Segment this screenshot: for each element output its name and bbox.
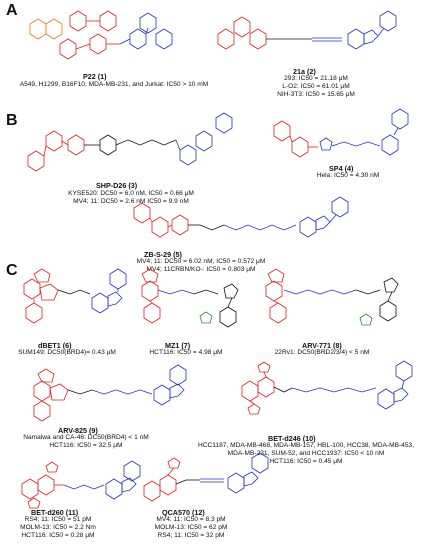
structure-dbet1 — [23, 268, 127, 324]
structure-arv-771 — [265, 268, 399, 326]
activity-line: MV4; 11: DC50 = 6.02 nM, IC50 = 0.572 μM — [136, 258, 266, 265]
compound-activity: HCT116: IC50 = 4.98 μM — [136, 349, 236, 357]
structure-bet-d246 — [241, 360, 413, 415]
compound-label: dBET1 (6) — [38, 341, 72, 350]
activity-line: RS4; 11: IC50 = 51 pM — [24, 516, 92, 523]
compound-label: P22 (1) — [83, 72, 107, 81]
activity-line: MOLM-13: IC50 = 62 pM — [154, 524, 228, 532]
compound-label: BET-d260 (11) — [31, 508, 79, 517]
compound-label: ZB-S-29 (5) — [144, 250, 182, 259]
activity-line: Hela: IC50 = 4.30 nM — [316, 172, 380, 179]
compound-label: ARV-825 (9) — [58, 426, 98, 435]
activity-line: HCT116: IC50 = 4.98 μM — [149, 349, 223, 356]
structure-21a — [217, 10, 397, 50]
activity-line: SUM149: DC50(BRD4)= 0.43 μM — [18, 349, 116, 356]
activity-line: L-O2: IC50 = 61.01 μM — [282, 83, 350, 91]
structure-mz1 — [141, 268, 239, 328]
structure-sp4 — [273, 108, 409, 158]
activity-line: NIH-3T3: IC50 = 15.65 μM — [277, 91, 355, 99]
activity-line: 22Rv1: DC50(BRD2/3/4) < 5 nM — [274, 349, 370, 356]
structure-bet-d260 — [21, 460, 141, 509]
activity-line: MV4; 11CRBN/KO-: IC50 = 0.803 μM — [146, 266, 256, 274]
activity-line: MDA-MB-231, SUM-52, and HCC1937: IC50 < … — [227, 450, 385, 458]
compound-label: MZ1 (7) — [165, 341, 191, 350]
compound-label: BET-d246 (10) — [268, 434, 316, 443]
compound-activity: SUM149: DC50(BRD4)= 0.43 μM — [12, 349, 122, 357]
activity-line: HCC1187, MDA-MB-468, MDA-MB-157, HBL-100… — [197, 442, 415, 449]
compound-label: SHP-D26 (3) — [96, 181, 138, 190]
activity-line: KYSE520: DC50 = 6.0 nM, IC50 = 0.66 μM — [68, 190, 194, 197]
compound-activity: 293: IC50 = 21.18 μM L-O2: IC50 = 61.01 … — [266, 75, 366, 100]
compound-label: SP4 (4) — [329, 164, 354, 173]
compound-label: ARV-771 (8) — [302, 341, 342, 350]
compound-label: QCA570 (12) — [162, 508, 205, 517]
activity-line: Namalwa and CA-46: DC50(BRD4) < 1 nM — [23, 434, 149, 441]
activity-line: A549, H1299, B16F10, MDA-MB-231, and Jur… — [19, 81, 209, 88]
panel-label-a: A — [6, 2, 18, 19]
compound-activity: Hela: IC50 = 4.30 nM — [298, 172, 398, 180]
activity-line: HCT116: IC50 = 0.28 μM — [21, 532, 95, 540]
activity-line: MV4; 11: IC50 = 8.3 pM — [156, 516, 226, 523]
activity-line: HCT116: IC50 = 32.5 μM — [49, 442, 123, 450]
compound-activity: RS4; 11: IC50 = 51 pM MOLM-13: IC50 = 2.… — [12, 516, 104, 541]
activity-line: MV4; 11: DC50 = 2.6 nM IC50 = 9.9 nM — [73, 198, 189, 206]
compound-activity: MV4; 11: IC50 = 8.3 pM MOLM-13: IC50 = 6… — [148, 516, 234, 541]
compound-activity: 22Rv1: DC50(BRD2/3/4) < 5 nM — [260, 349, 384, 357]
activity-line: MOLM-13: IC50 = 2.2 Nm — [20, 524, 96, 532]
activity-line: HCT116: IC50 = 0.45 μM — [269, 458, 343, 466]
activity-line: RS4; 11: IC50 = 32 pM — [157, 532, 225, 540]
panel-label-b: B — [6, 112, 18, 129]
structure-p22 — [29, 10, 173, 60]
compound-activity: A549, H1299, B16F10, MDA-MB-231, and Jur… — [12, 81, 216, 89]
panel-label-c: C — [6, 262, 18, 279]
structure-qca570 — [143, 452, 269, 502]
structure-zb-s-29 — [133, 196, 349, 238]
compound-activity: KYSE520: DC50 = 6.0 nM, IC50 = 0.66 μM M… — [56, 190, 206, 206]
compound-activity: Namalwa and CA-46: DC50(BRD4) < 1 nM HCT… — [18, 434, 154, 450]
structure-shp-d26 — [27, 112, 233, 172]
compound-label: 21a (2) — [293, 67, 316, 76]
compound-activity: HCC1187, MDA-MB-468, MDA-MB-157, HBL-100… — [188, 442, 424, 467]
activity-line: 293: IC50 = 21.18 μM — [284, 75, 348, 82]
structure-arv-825 — [33, 364, 187, 422]
compound-activity: MV4; 11: DC50 = 6.02 nM, IC50 = 0.572 μM… — [118, 258, 284, 274]
